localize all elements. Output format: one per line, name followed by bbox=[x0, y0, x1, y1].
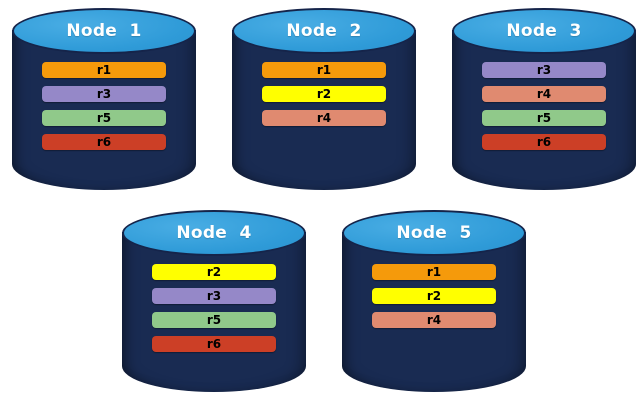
replica-bar-r3[interactable]: r3 bbox=[152, 288, 276, 304]
replica-list: r1 r3 r5 r6 bbox=[42, 62, 166, 150]
database-node-3[interactable]: Node 3 r3 r4 r5 r6 bbox=[452, 8, 636, 190]
node-label: Node 3 bbox=[506, 21, 582, 41]
replica-bar-r2[interactable]: r2 bbox=[372, 288, 496, 304]
cylinder-top-ellipse bbox=[122, 210, 306, 256]
replica-bar-r6[interactable]: r6 bbox=[482, 134, 606, 150]
database-node-2[interactable]: Node 2 r1 r2 r4 bbox=[232, 8, 416, 190]
database-node-1[interactable]: Node 1 r1 r3 r5 r6 bbox=[12, 8, 196, 190]
replica-bar-r2[interactable]: r2 bbox=[262, 86, 386, 102]
replica-list: r1 r2 r4 bbox=[372, 264, 496, 328]
node-label: Node 2 bbox=[286, 21, 362, 41]
replica-bar-r6[interactable]: r6 bbox=[152, 336, 276, 352]
replica-bar-r4[interactable]: r4 bbox=[262, 110, 386, 126]
replica-list: r1 r2 r4 bbox=[262, 62, 386, 126]
replica-bar-r3[interactable]: r3 bbox=[42, 86, 166, 102]
replica-bar-r5[interactable]: r5 bbox=[152, 312, 276, 328]
replica-list: r2 r3 r5 r6 bbox=[152, 264, 276, 352]
replica-bar-r1[interactable]: r1 bbox=[262, 62, 386, 78]
replica-bar-r2[interactable]: r2 bbox=[152, 264, 276, 280]
database-node-5[interactable]: Node 5 r1 r2 r4 bbox=[342, 210, 526, 392]
replica-bar-r4[interactable]: r4 bbox=[482, 86, 606, 102]
replica-bar-r1[interactable]: r1 bbox=[372, 264, 496, 280]
cylinder-top-ellipse bbox=[12, 8, 196, 54]
replica-list: r3 r4 r5 r6 bbox=[482, 62, 606, 150]
database-node-4[interactable]: Node 4 r2 r3 r5 r6 bbox=[122, 210, 306, 392]
node-label: Node 4 bbox=[176, 223, 252, 243]
node-label: Node 5 bbox=[396, 223, 472, 243]
cylinder-top-ellipse bbox=[232, 8, 416, 54]
replica-bar-r1[interactable]: r1 bbox=[42, 62, 166, 78]
replica-bar-r5[interactable]: r5 bbox=[42, 110, 166, 126]
cylinder-top-ellipse bbox=[452, 8, 636, 54]
node-label: Node 1 bbox=[66, 21, 142, 41]
replica-bar-r3[interactable]: r3 bbox=[482, 62, 606, 78]
replica-bar-r6[interactable]: r6 bbox=[42, 134, 166, 150]
cylinder-top-ellipse bbox=[342, 210, 526, 256]
replica-bar-r5[interactable]: r5 bbox=[482, 110, 606, 126]
replica-bar-r4[interactable]: r4 bbox=[372, 312, 496, 328]
